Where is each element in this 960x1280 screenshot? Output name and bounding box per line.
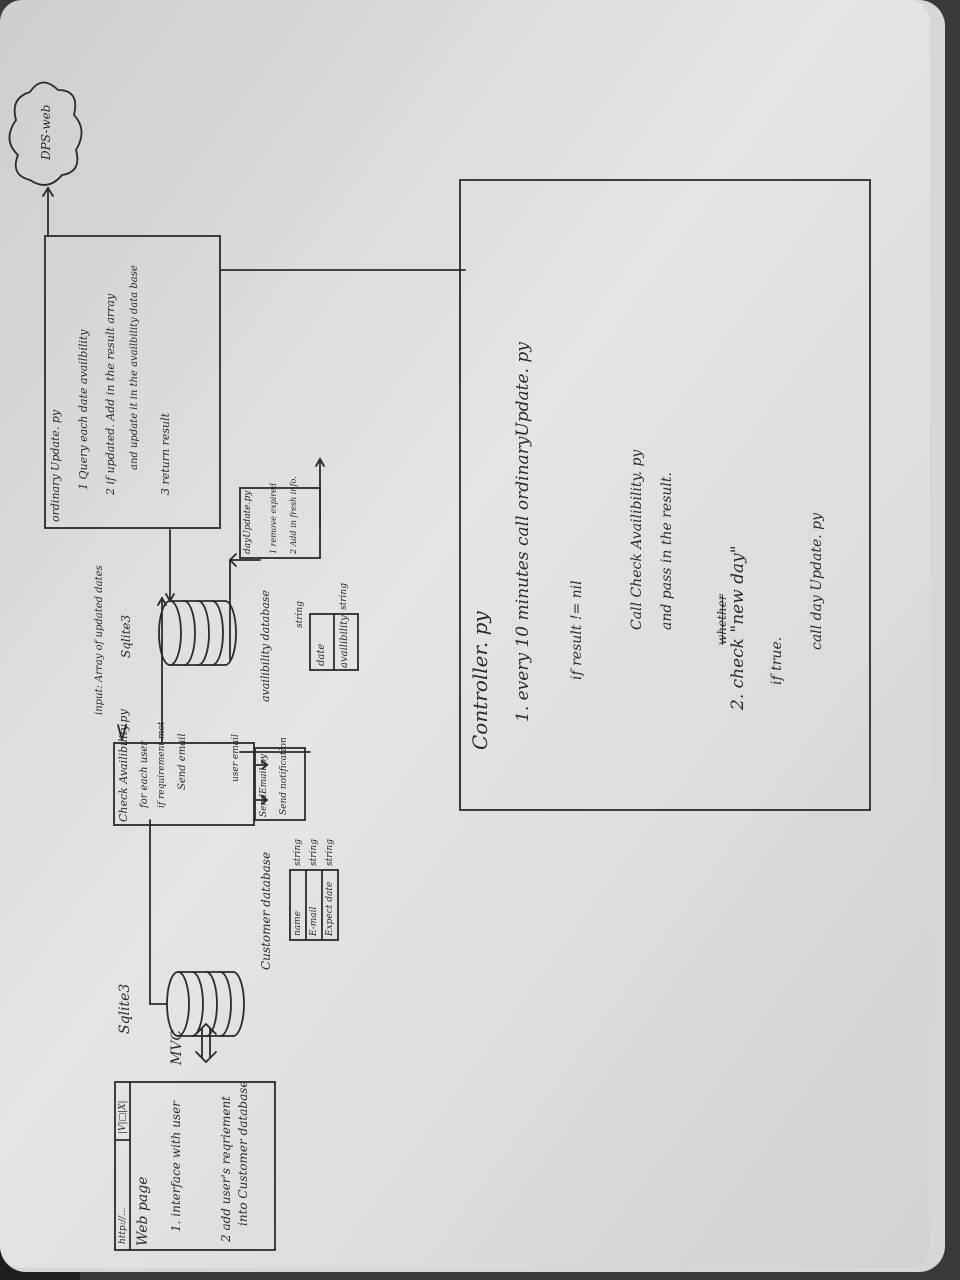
controller-step-1-condition: if result != nil — [569, 580, 585, 680]
webpage-item-2-cont: into Customer database — [236, 1080, 250, 1226]
customer-fields-table — [289, 869, 339, 941]
send-email-line-1: Send notification — [279, 737, 289, 815]
dps-web-label: DPS-web — [39, 104, 53, 160]
webpage-item-2: 2 add user's reqriement — [219, 1095, 233, 1242]
customer-field-expect-date: Expect date — [325, 881, 335, 936]
day-update-line-2: 2 Add in fresh info. — [289, 476, 298, 554]
controller-step-1: 1. every 10 minutes call ordinaryUpdate.… — [513, 342, 533, 722]
controller-step-2-condition: if true. — [769, 636, 785, 685]
diagram-strokes — [8, 81, 871, 1251]
controller-step-2-struck: whether — [715, 594, 729, 646]
check-availability-box — [113, 742, 255, 826]
availability-field-date: date — [316, 643, 327, 666]
customer-field-type-3: string — [325, 839, 335, 866]
dps-web-cloud — [8, 81, 83, 186]
availability-database-cylinder — [158, 600, 237, 666]
user-email-label: user email — [231, 734, 241, 782]
availability-field-type-2: string — [339, 583, 349, 610]
controller-step-2: 2. check "new day" — [728, 545, 748, 710]
availability-field-type-1: string — [295, 601, 305, 628]
day-update-title: dayUpdate.py — [243, 490, 253, 554]
mvc-double-arrow — [195, 1022, 217, 1064]
controller-title: Controller. py — [468, 611, 492, 750]
webpage-title: Web page — [135, 1176, 151, 1246]
controller-box — [459, 179, 871, 811]
check-availability-title: Check Availibility.py — [117, 709, 130, 822]
ordinary-update-line-4: 3 return result — [159, 412, 172, 495]
availability-db-engine: Sqlite3 — [119, 614, 133, 658]
ordinary-update-line-2: 2 if updated. Add in the result array — [104, 293, 117, 495]
customer-field-name: name — [293, 910, 303, 936]
customer-database-cylinder — [166, 971, 245, 1037]
check-availability-line-3: Send email — [177, 733, 188, 790]
customer-field-email: E-mail — [309, 906, 319, 936]
webpage-box — [114, 1081, 276, 1251]
send-email-title: SendEmail.py — [259, 754, 269, 817]
mvc-label: MVC — [169, 1029, 185, 1065]
ordinary-update-title: ordinary Update. py — [49, 409, 62, 522]
day-update-line-1: 1 remove expired — [269, 483, 278, 554]
ordinary-update-line-1: 1 Query each date availbility — [77, 329, 90, 490]
check-availability-line-2: if requirement met — [157, 721, 167, 808]
window-buttons: |V|□|X| — [118, 1100, 128, 1134]
check-availability-line-1: for each user — [139, 740, 150, 808]
controller-step-2-call: call day Update. py — [809, 512, 825, 650]
webpage-url: http://... — [118, 1207, 128, 1244]
ordinary-update-line-3: and update it in the availbility data ba… — [129, 265, 140, 470]
customer-db-name: Customer database — [259, 851, 273, 970]
customer-field-type-2: string — [309, 839, 319, 866]
availability-db-name: availibility database — [259, 590, 272, 702]
customer-db-engine: Sqlite3 — [117, 983, 133, 1034]
webpage-item-1: 1. interface with user — [169, 1101, 183, 1232]
availability-field-availability: availibility — [339, 615, 350, 668]
send-email-box — [254, 747, 306, 821]
check-availability-input-note: input: Array of updated dates — [94, 565, 105, 715]
ordinary-update-box — [44, 235, 221, 529]
controller-step-1-pass: and pass in the result. — [659, 472, 675, 630]
customer-field-type-1: string — [293, 839, 303, 866]
diagram-sheet: http://... |V|□|X| Web page 1. interface… — [0, 10, 930, 1270]
controller-step-1-call: Call Check Availibility. py — [629, 449, 645, 630]
